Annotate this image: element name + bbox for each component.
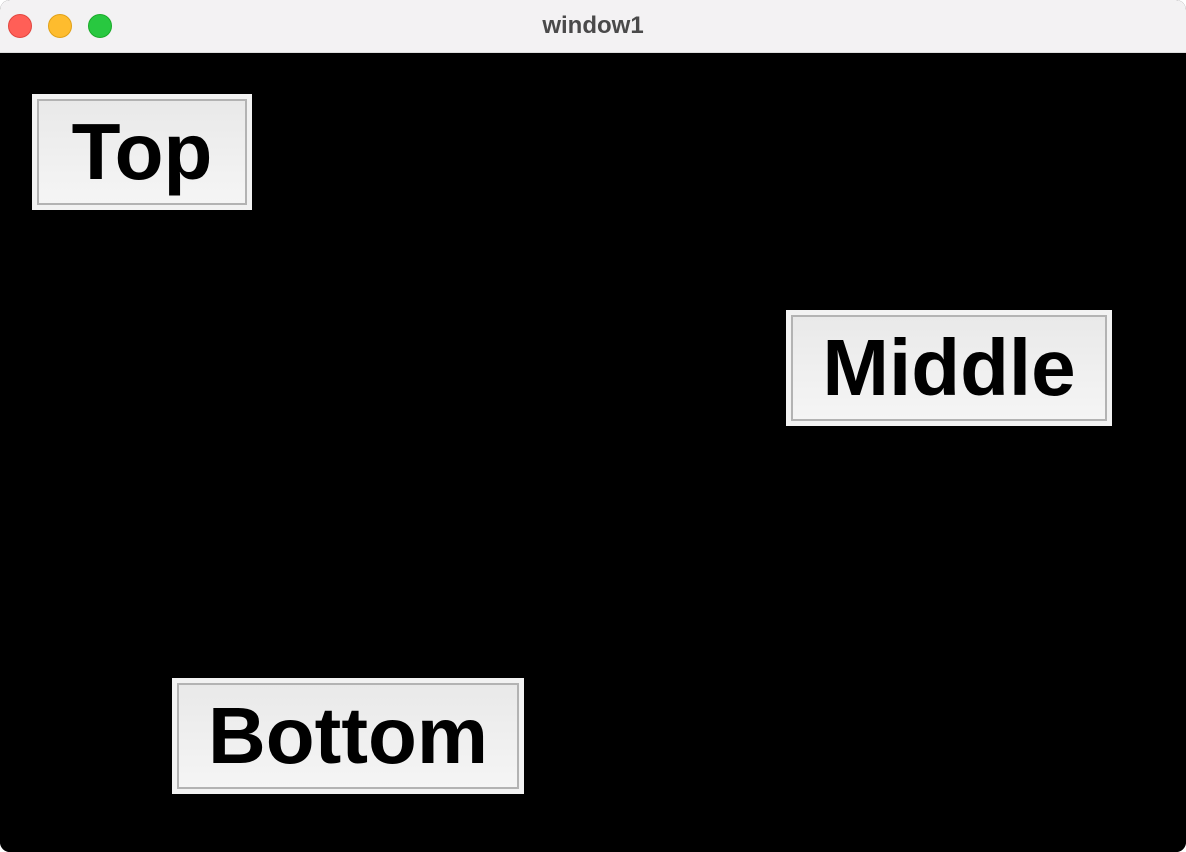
window-title: window1 [542, 12, 644, 39]
minimize-window-icon[interactable] [48, 14, 72, 38]
bottom-button[interactable]: Bottom [172, 678, 524, 794]
window-content: Top Middle Bottom [0, 53, 1186, 852]
bottom-button-label: Bottom [177, 683, 519, 789]
middle-button-label: Middle [791, 315, 1107, 421]
top-button[interactable]: Top [32, 94, 252, 210]
close-window-icon[interactable] [8, 14, 32, 38]
title-bar[interactable]: window1 [0, 0, 1186, 53]
middle-button[interactable]: Middle [786, 310, 1112, 426]
top-button-label: Top [37, 99, 247, 205]
zoom-window-icon[interactable] [88, 14, 112, 38]
